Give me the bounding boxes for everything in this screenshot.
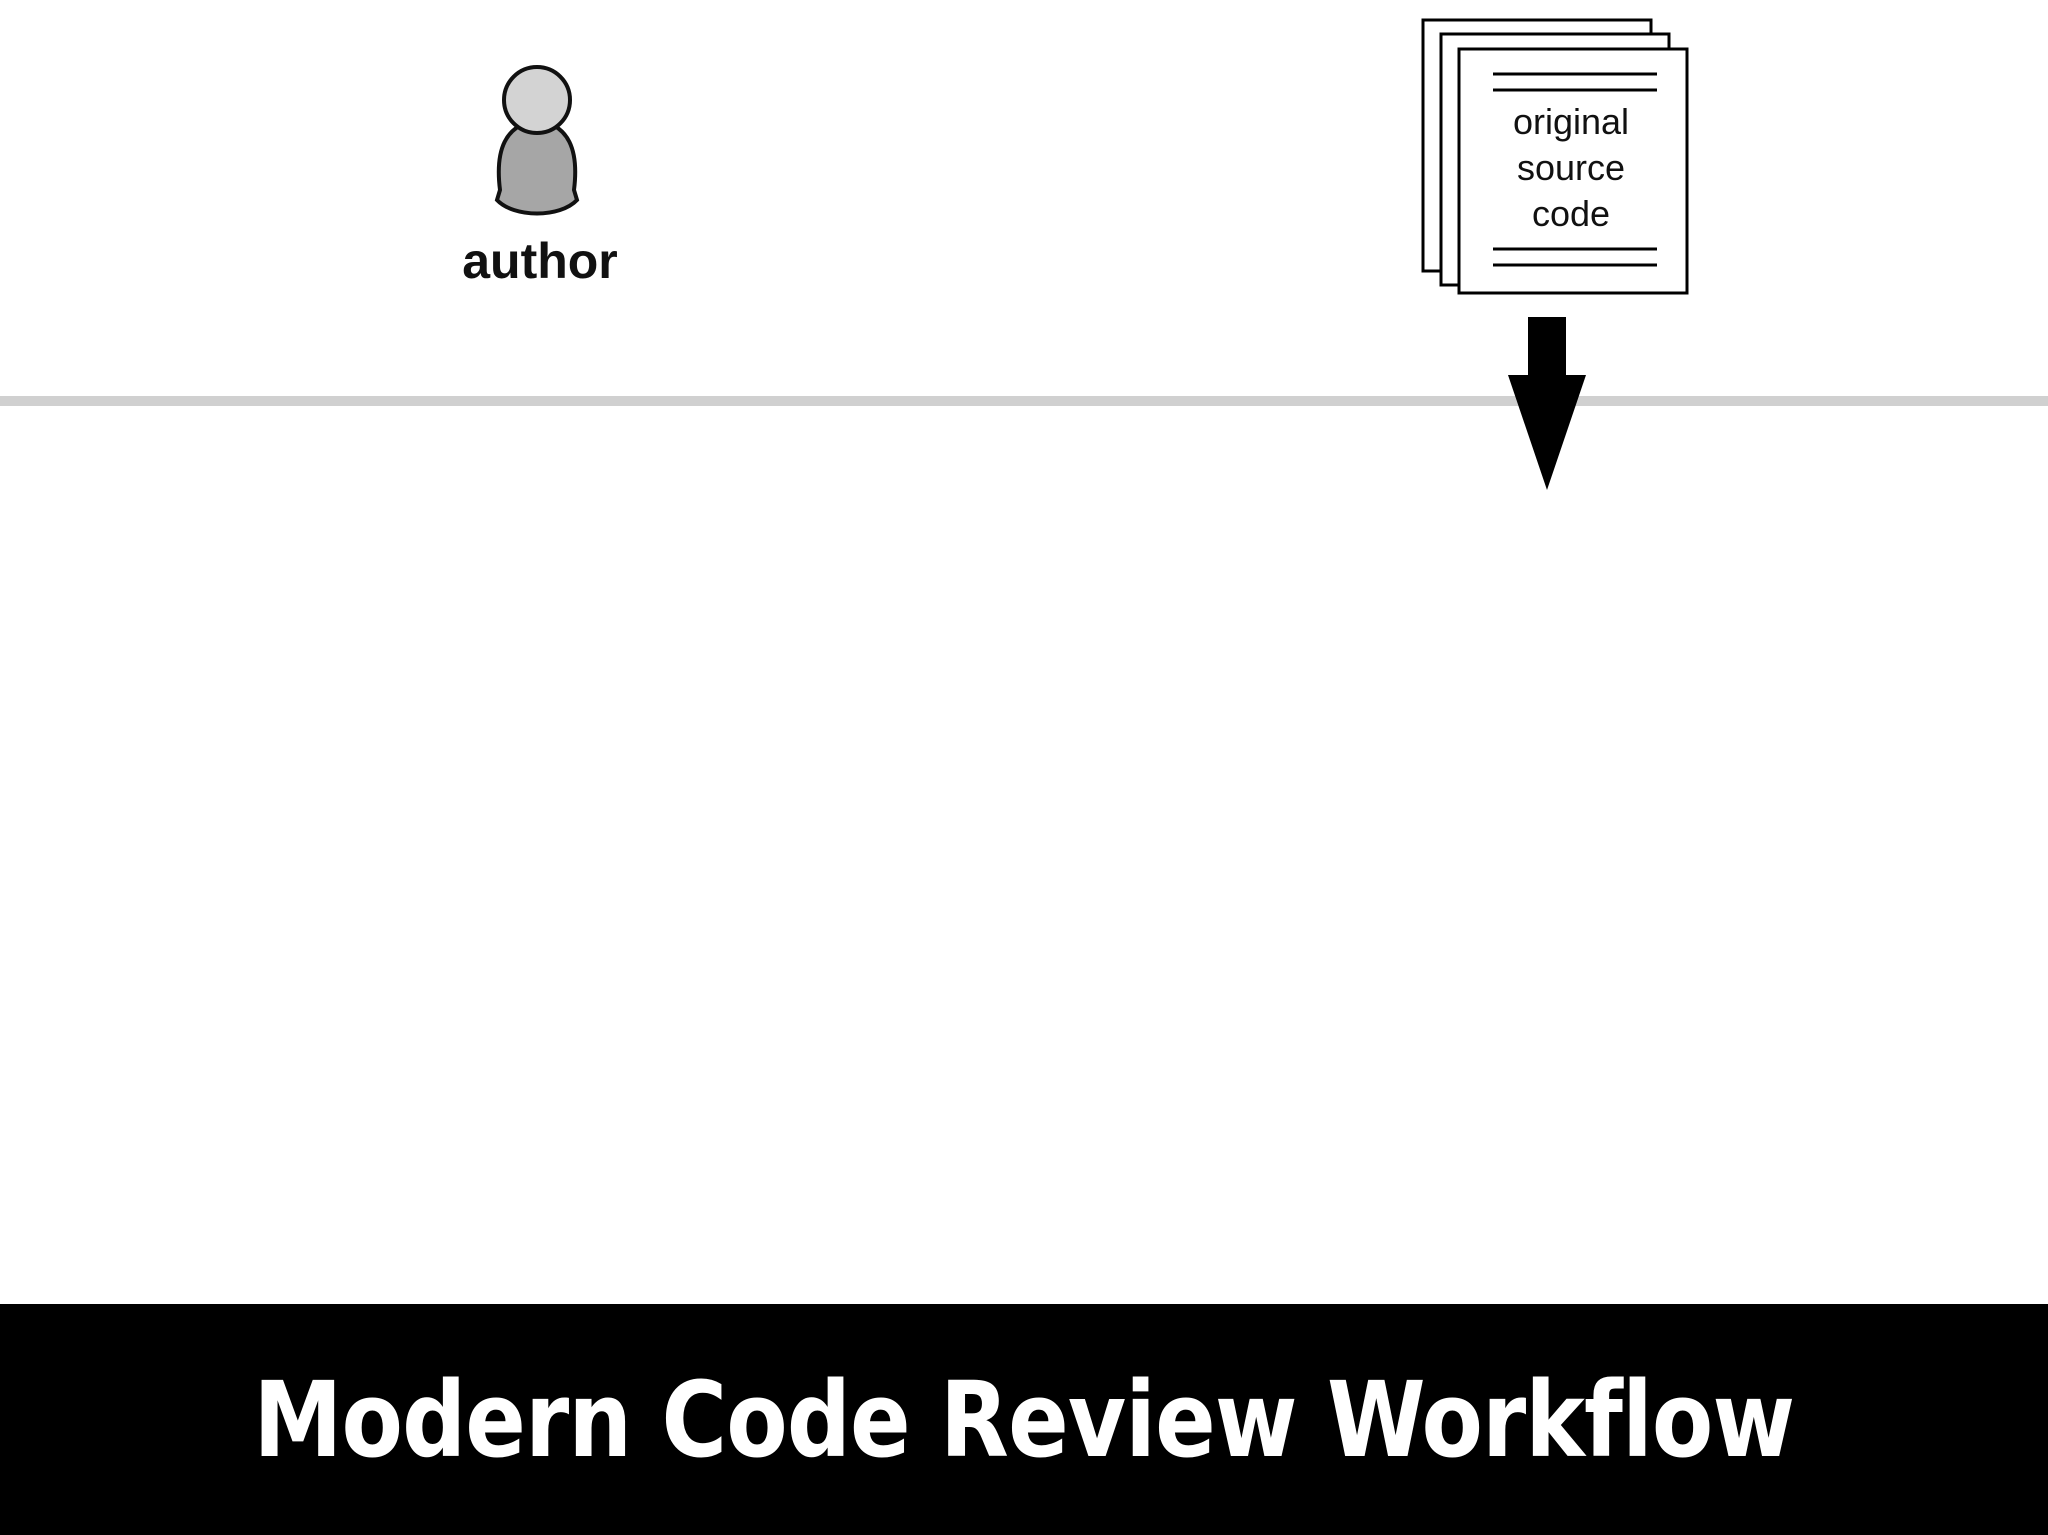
document-stack-icon [1421, 18, 1689, 295]
title-bar: Modern Code Review Workflow [0, 1304, 2048, 1535]
document-label-line-3: code [1532, 193, 1610, 234]
document-label-line-2: source [1517, 147, 1625, 188]
author-label: author [462, 233, 618, 289]
arrow-down-icon [1508, 317, 1586, 490]
original-source-code-document: original source code [1421, 18, 1689, 295]
document-label-line-1: original [1513, 101, 1629, 142]
workflow-diagram: author original source code [0, 18, 2048, 490]
swimlane-divider [0, 396, 2048, 406]
person-icon [494, 65, 580, 216]
author-actor: author [462, 65, 618, 289]
slide-title: Modern Code Review Workflow [253, 1358, 1796, 1481]
